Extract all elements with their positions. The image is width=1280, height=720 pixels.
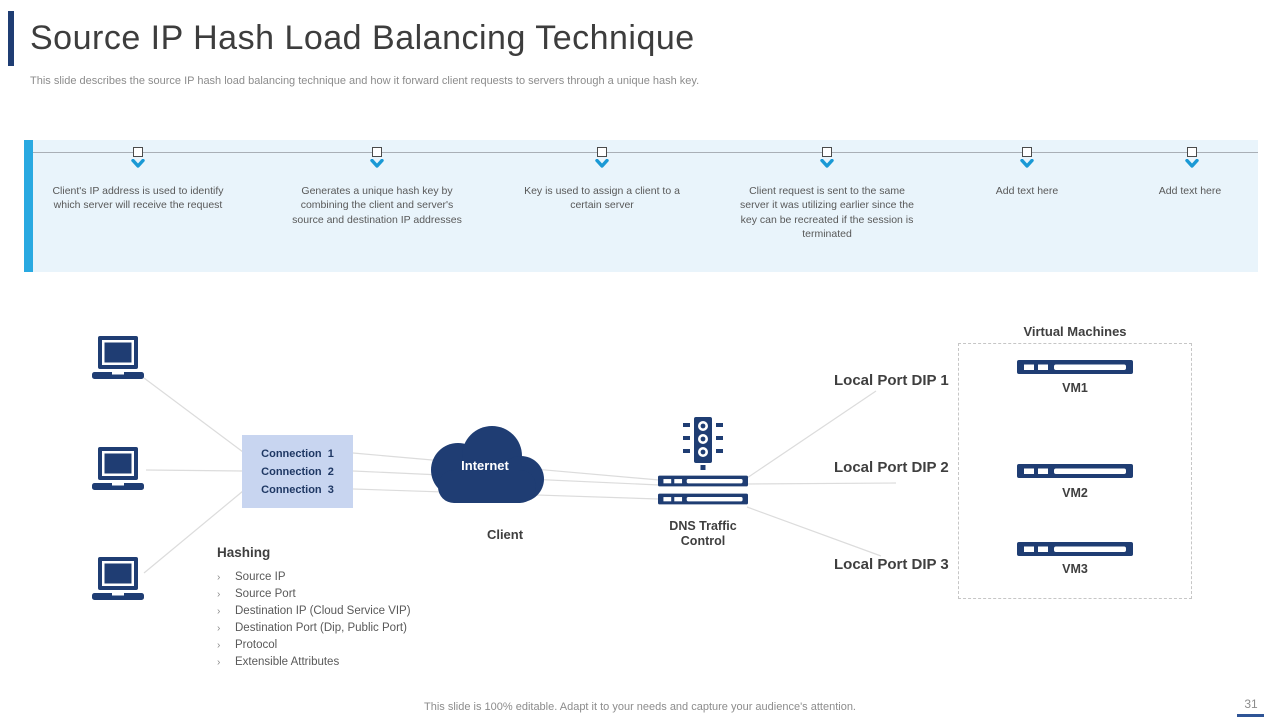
chevron-down-icon — [370, 159, 384, 168]
client-label: Client — [486, 527, 524, 542]
footer-note: This slide is 100% editable. Adapt it to… — [424, 701, 856, 713]
server-icon — [658, 493, 748, 505]
list-item: ›Source Port — [217, 586, 411, 603]
timeline-step-5-placeholder: Add text here — [995, 185, 1059, 197]
square-marker-icon — [1022, 147, 1032, 157]
local-port-dip-2-label: Local Port DIP 2 — [834, 459, 949, 476]
dns-label-line2: Control — [680, 534, 726, 548]
laptop-icon — [92, 557, 144, 600]
chevron-bullet-icon: › — [217, 657, 221, 668]
page-number: 31 — [1244, 697, 1258, 711]
server-icon — [1017, 542, 1133, 556]
virtual-machines-label: Virtual Machines — [1023, 324, 1127, 339]
chevron-down-icon — [820, 159, 834, 168]
local-port-dip-1-label: Local Port DIP 1 — [834, 372, 949, 389]
chevron-down-icon — [1185, 159, 1199, 168]
page-title: Source IP Hash Load Balancing Technique — [30, 19, 695, 57]
laptop-icon — [92, 336, 144, 379]
virtual-machines-box — [958, 343, 1192, 599]
list-item: ›Extensible Attributes — [217, 654, 411, 671]
vm2-label: VM2 — [1062, 486, 1088, 500]
dns-traffic-control-label: DNS Traffic Control — [643, 519, 763, 549]
connection-label: Connection 2 — [261, 465, 334, 478]
chevron-bullet-icon: › — [217, 572, 221, 583]
laptop-icon — [92, 447, 144, 490]
timeline-line — [33, 152, 1258, 153]
internet-label: Internet — [461, 458, 509, 473]
hashing-list: ›Source IP ›Source Port ›Destination IP … — [217, 569, 411, 671]
vm3-label: VM3 — [1062, 562, 1088, 576]
square-marker-icon — [133, 147, 143, 157]
timeline-step-1: Client's IP address is used to identify … — [52, 185, 224, 212]
chevron-bullet-icon: › — [217, 589, 221, 600]
square-marker-icon — [372, 147, 382, 157]
timeline-step-2: Generates a unique hash key by combining… — [292, 185, 462, 226]
local-port-dip-3-label: Local Port DIP 3 — [834, 556, 949, 573]
traffic-light-icon — [683, 417, 723, 470]
dns-label-line1: DNS Traffic — [669, 519, 737, 533]
chevron-bullet-icon: › — [217, 640, 221, 651]
server-icon — [1017, 360, 1133, 374]
server-icon — [658, 475, 748, 487]
connection-label: Connection 3 — [261, 483, 334, 496]
connection-box: Connection 1 Connection 2 Connection 3 — [242, 435, 353, 508]
cloud-icon — [431, 426, 544, 503]
list-item: ›Source IP — [217, 569, 411, 586]
timeline-step-4: Client request is sent to the same serve… — [740, 185, 914, 241]
server-icon — [1017, 464, 1133, 478]
page-number-underline — [1237, 714, 1264, 717]
list-item: ›Protocol — [217, 637, 411, 654]
chevron-down-icon — [595, 159, 609, 168]
chevron-bullet-icon: › — [217, 623, 221, 634]
title-accent-bar — [8, 11, 14, 66]
page-subtitle: This slide describes the source IP hash … — [30, 75, 700, 87]
list-item: ›Destination Port (Dip, Public Port) — [217, 620, 411, 637]
chevron-bullet-icon: › — [217, 606, 221, 617]
hashing-title: Hashing — [217, 545, 271, 560]
timeline-band: Client's IP address is used to identify … — [24, 140, 1258, 272]
list-item: ›Destination IP (Cloud Service VIP) — [217, 603, 411, 620]
timeline-step-6-placeholder: Add text here — [1158, 185, 1222, 197]
timeline-step-3: Key is used to assign a client to a cert… — [524, 185, 680, 212]
vm1-label: VM1 — [1062, 381, 1088, 395]
square-marker-icon — [822, 147, 832, 157]
connection-label: Connection 1 — [261, 447, 334, 460]
chevron-down-icon — [1020, 159, 1034, 168]
timeline-accent-bar — [24, 140, 33, 272]
square-marker-icon — [597, 147, 607, 157]
chevron-down-icon — [131, 159, 145, 168]
square-marker-icon — [1187, 147, 1197, 157]
